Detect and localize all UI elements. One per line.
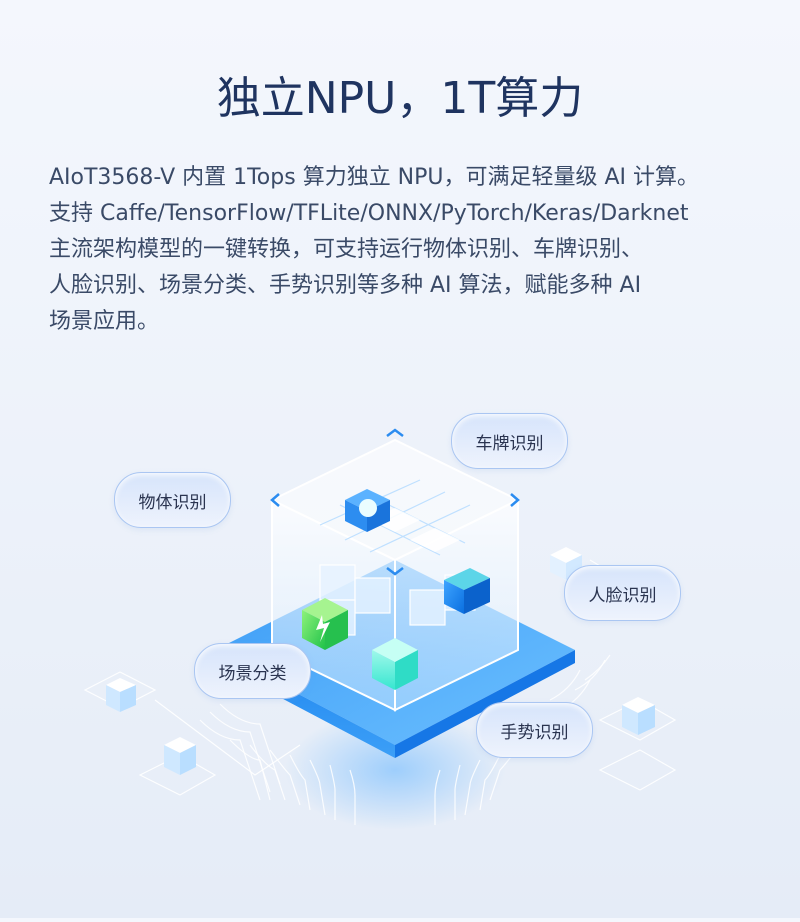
label-gesture-recognition: 手势识别 [476, 702, 593, 758]
chip-cube-graphic [83, 428, 677, 830]
description-line: 人脸识别、场景分类、手势识别等多种 AI 算法，赋能多种 AI [49, 273, 642, 298]
label-text: 场景分类 [218, 663, 287, 684]
npu-illustration: 车牌识别 物体识别 人脸识别 场景分类 手势识别 [0, 400, 800, 918]
description-line: AIoT3568-V 内置 1Tops 算力独立 NPU，可满足轻量级 AI 计… [49, 165, 700, 190]
label-object-recognition: 物体识别 [114, 472, 231, 528]
label-text: 物体识别 [138, 492, 207, 513]
description-line: 主流架构模型的一键转换，可支持运行物体识别、车牌识别、 [49, 237, 644, 262]
label-text: 手势识别 [500, 722, 569, 743]
label-text: 人脸识别 [588, 585, 657, 606]
description: AIoT3568-V 内置 1Tops 算力独立 NPU，可满足轻量级 AI 计… [49, 160, 769, 340]
label-scene-classification: 场景分类 [194, 643, 311, 699]
description-line: 场景应用。 [49, 309, 160, 334]
label-license-plate-recognition: 车牌识别 [451, 413, 568, 469]
description-line: 支持 Caffe/TensorFlow/TFLite/ONNX/PyTorch/… [49, 201, 689, 226]
label-face-recognition: 人脸识别 [564, 565, 681, 621]
small-cube [106, 678, 136, 712]
corner-brackets [270, 428, 520, 576]
label-text: 车牌识别 [475, 433, 544, 454]
page-title: 独立NPU，1T算力 [216, 73, 584, 124]
